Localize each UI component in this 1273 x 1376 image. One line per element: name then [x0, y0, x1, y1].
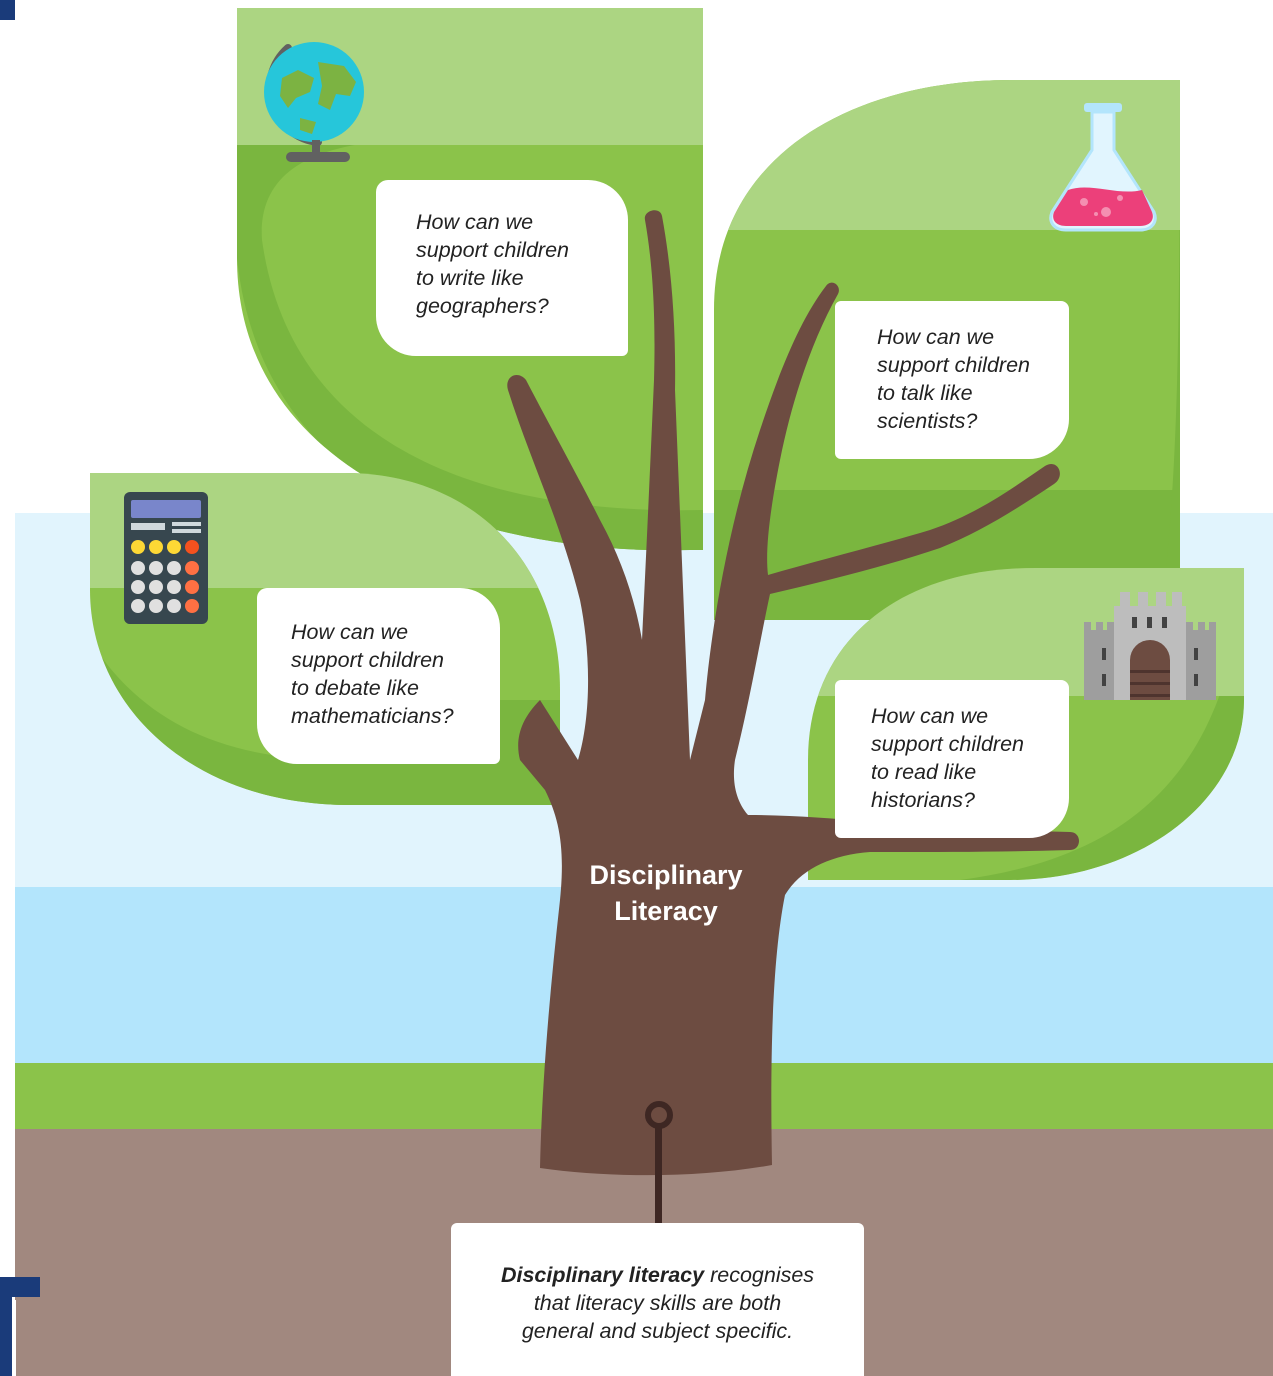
tree-trunk: [507, 210, 1079, 1176]
bubble-scientists: How can we support children to talk like…: [835, 301, 1069, 459]
bubble-historians: How can we support children to read like…: [835, 680, 1069, 838]
calculator-icon: [124, 492, 208, 624]
bubble-scientists-text: How can we support children to talk like…: [877, 325, 1030, 433]
bubble-geographers: How can we support children to write lik…: [376, 180, 628, 356]
flask-icon: [1049, 103, 1157, 232]
castle-icon: [1084, 592, 1216, 700]
caption-connector: [645, 1101, 673, 1223]
bubble-mathematicians-text: How can we support children to debate li…: [291, 620, 454, 728]
caption-line-3: general and subject specific.: [521, 1319, 794, 1343]
bubble-mathematicians: How can we support children to debate li…: [257, 588, 500, 764]
corner-decoration: [0, 1297, 12, 1376]
corner-decoration: [0, 0, 15, 20]
caption-line-2: that literacy skills are both: [533, 1291, 782, 1315]
bubble-historians-text: How can we support children to read like…: [871, 704, 1024, 812]
corner-decoration: [0, 1277, 40, 1297]
caption-line-1-rest: recognises: [704, 1263, 815, 1287]
trunk-label: Disciplinary Literacy: [589, 860, 743, 926]
caption-term: Disciplinary literacy: [500, 1263, 705, 1287]
caption-box: Disciplinary literacy recognises that li…: [451, 1223, 864, 1376]
bubble-geographers-text: How can we support children to write lik…: [416, 210, 569, 318]
globe-icon: [264, 42, 364, 162]
corner-decoration: [12, 1300, 16, 1376]
caption-line-1: Disciplinary literacy recognises: [451, 1261, 864, 1289]
